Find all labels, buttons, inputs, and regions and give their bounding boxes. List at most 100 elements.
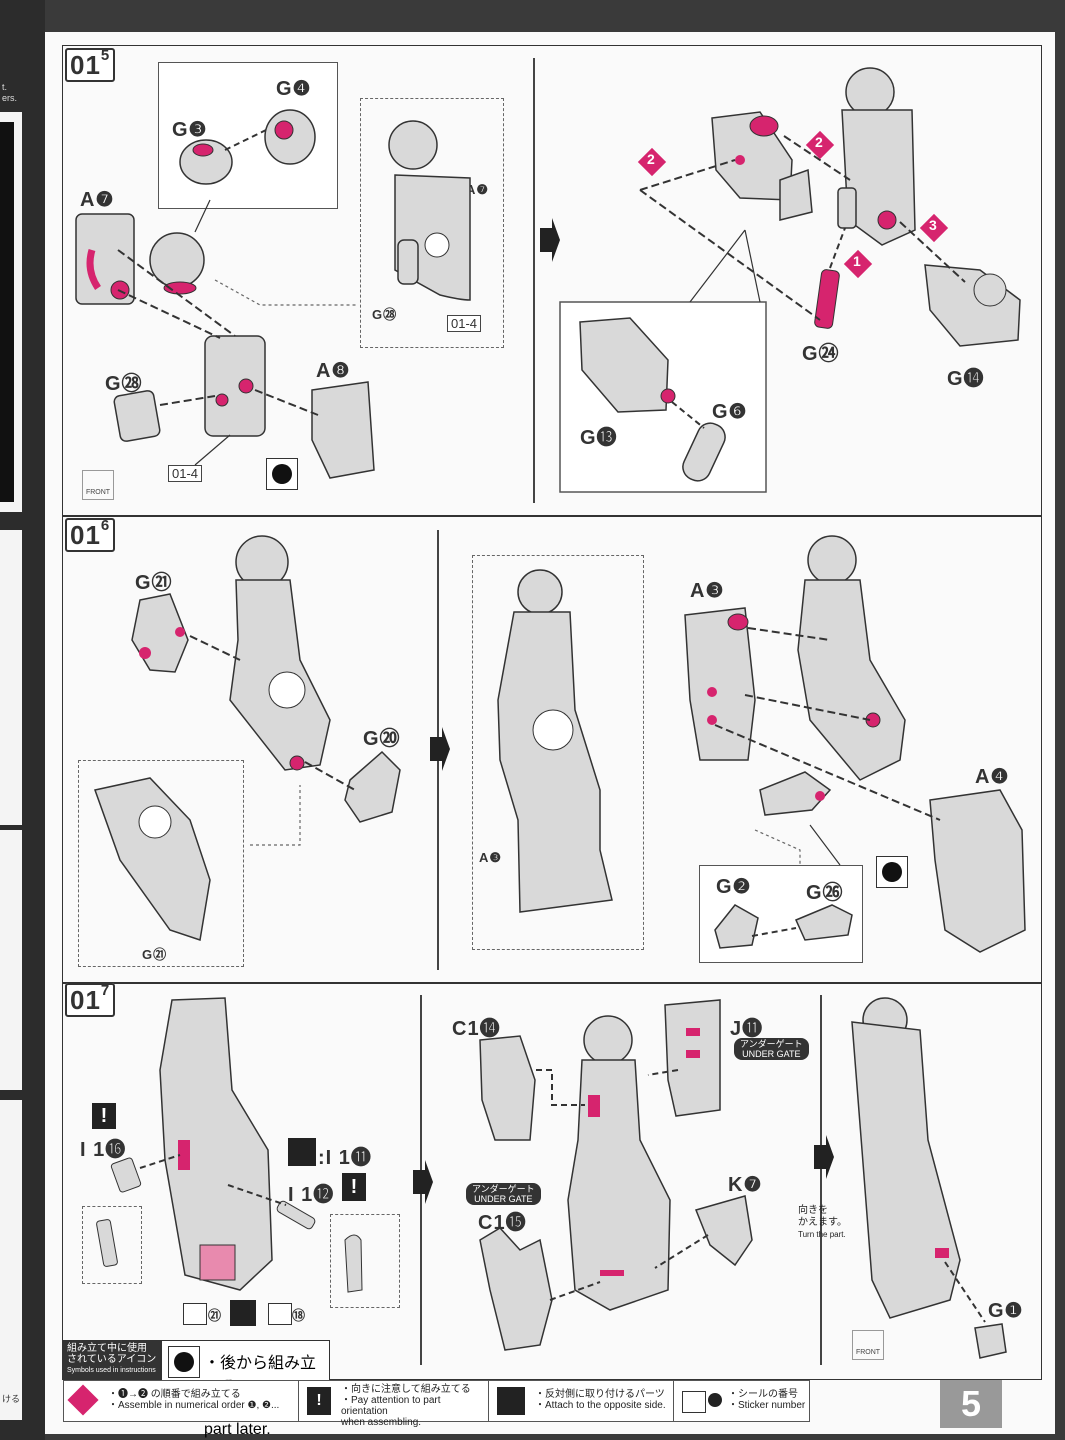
front-label: FRONT bbox=[85, 489, 111, 496]
part-label-i12: I 1⓬ bbox=[288, 1184, 335, 1206]
legend-opposite: ・反対側に取り付けるパーツ・Attach to the opposite sid… bbox=[488, 1380, 675, 1422]
detail-view-box bbox=[78, 760, 244, 967]
turn-note-jp: かえます。 bbox=[798, 1217, 847, 1228]
under-gate-en: UNDER GATE bbox=[742, 1049, 801, 1059]
part-k7-shape bbox=[694, 1195, 753, 1267]
next-arrow bbox=[430, 727, 450, 771]
part-g26-shape bbox=[794, 904, 853, 941]
part-label-g20: G⑳ bbox=[363, 728, 401, 750]
subassembly-ref-01-4: 01-4 bbox=[447, 315, 482, 332]
legend-jp: ・❶→❷ の順番で組み立てる bbox=[108, 1389, 241, 1400]
icon-legend-box: 組み立て中に使用 されているアイコン Symbols used in instr… bbox=[63, 1340, 330, 1438]
legend-jp: ・シールの番号 bbox=[728, 1389, 798, 1400]
legend-text: ・向きに注意して組み立てる・Pay attention to part orie… bbox=[341, 1384, 489, 1428]
orientation-warning-icon: ! bbox=[92, 1103, 116, 1129]
sticker-icon bbox=[268, 1303, 292, 1325]
legend-en: ・Attach to the opposite side. bbox=[535, 1400, 666, 1411]
sticker-icon bbox=[183, 1303, 207, 1325]
step-number-main: 01 bbox=[70, 50, 101, 80]
subassembly-ref-01-4: 01-4 bbox=[168, 465, 203, 482]
order-icon bbox=[67, 1384, 99, 1416]
part-i16-shape bbox=[110, 1157, 142, 1193]
part-g6-shape bbox=[682, 422, 726, 482]
part-a8-shape bbox=[311, 381, 375, 479]
orientation-warning-icon: ! bbox=[342, 1173, 366, 1201]
step-number-main: 01 bbox=[70, 985, 101, 1015]
next-arrow bbox=[814, 1135, 834, 1179]
part-label-g28: G㉘ bbox=[105, 373, 143, 395]
turn-note-jp: 向きを bbox=[798, 1205, 828, 1216]
edge-page-panel bbox=[0, 830, 22, 1090]
icon-legend-title-jp: されているアイコン bbox=[67, 1354, 157, 1365]
part-g1-shape bbox=[974, 1323, 1007, 1359]
detail-view-box bbox=[330, 1214, 400, 1308]
detail-view-box bbox=[360, 98, 504, 348]
part-label-g4: G❹ bbox=[276, 78, 312, 100]
part-a3-shape bbox=[684, 607, 756, 761]
part-g20-shape bbox=[344, 750, 401, 823]
legend-jp: ・反対側に取り付けるパーツ bbox=[535, 1389, 665, 1400]
part-label-a7-detail: A❼ bbox=[466, 182, 490, 197]
column-divider bbox=[533, 58, 535, 503]
legend-en: when assembling. bbox=[341, 1417, 422, 1428]
turn-note-en: Turn the part. bbox=[798, 1230, 846, 1239]
legend-en: ・Assemble in numerical order ❶, ❷... bbox=[108, 1400, 280, 1411]
assemble-later-icon bbox=[876, 856, 908, 888]
detail-view-box bbox=[472, 555, 644, 950]
section-divider bbox=[62, 982, 1042, 984]
icon-legend-title-en: Symbols used in instructions bbox=[67, 1367, 156, 1374]
part-label-g24: G㉔ bbox=[802, 343, 840, 365]
part-label-g6: G❻ bbox=[712, 401, 748, 423]
step-number-01-5: 015 bbox=[65, 47, 116, 82]
part-label-a4: A❹ bbox=[975, 766, 1010, 788]
order-marker-2: 2 bbox=[647, 151, 656, 167]
under-gate-jp: アンダーゲート bbox=[740, 1039, 803, 1049]
sticker-number-icon bbox=[708, 1393, 722, 1407]
column-divider bbox=[820, 995, 822, 1365]
previous-page-edge: t. ers. ける bbox=[0, 0, 45, 1440]
part-c15-shape bbox=[479, 1227, 553, 1351]
part-label-k7: K❼ bbox=[728, 1174, 763, 1196]
assemble-later-icon bbox=[168, 1346, 200, 1378]
sticker-number-18: ⑱ bbox=[292, 1308, 307, 1323]
legend-en: ・Pay attention to part orientation bbox=[341, 1395, 441, 1417]
assemble-later-dot bbox=[174, 1352, 194, 1372]
part-label-g2: G❷ bbox=[716, 876, 752, 898]
part-label-i16: I 1⓰ bbox=[80, 1139, 127, 1161]
opposite-side-icon bbox=[288, 1138, 316, 1166]
legend-orientation: ! ・向きに注意して組み立てる・Pay attention to part or… bbox=[298, 1380, 490, 1428]
part-label-a7: A❼ bbox=[80, 189, 115, 211]
front-label: FRONT bbox=[855, 1349, 881, 1356]
part-label-g28-detail: G㉘ bbox=[372, 307, 398, 322]
step-number-sub: 7 bbox=[100, 982, 111, 1000]
part-g2-shape bbox=[714, 904, 759, 949]
part-i12-shape bbox=[276, 1200, 316, 1230]
part-label-a3-detail: A❸ bbox=[479, 850, 503, 865]
edge-page-panel bbox=[0, 530, 22, 825]
part-g24-shape bbox=[814, 269, 840, 329]
edge-text: t. bbox=[2, 82, 8, 92]
front-indicator-icon: FRONT bbox=[852, 1330, 884, 1360]
part-label-c14: C1⓮ bbox=[452, 1018, 501, 1040]
legend-order: ・❶→❷ の順番で組み立てる・Assemble in numerical ord… bbox=[63, 1380, 300, 1422]
part-a4-shape bbox=[929, 789, 1026, 953]
edge-dark-panel bbox=[0, 122, 14, 502]
part-label-a3: A❸ bbox=[690, 580, 725, 602]
icon-legend-title: 組み立て中に使用 されているアイコン Symbols used in instr… bbox=[64, 1341, 162, 1381]
part-label-g14: G⓮ bbox=[947, 368, 985, 390]
part-label-j11: J⓫ bbox=[730, 1018, 764, 1040]
step-number-01-7: 017 bbox=[65, 982, 116, 1017]
order-marker-2: 2 bbox=[815, 134, 824, 150]
edge-page-panel bbox=[0, 1100, 22, 1420]
sticker-number-21: ㉑ bbox=[208, 1308, 223, 1323]
section-divider bbox=[62, 515, 1042, 517]
part-label-g26: G㉖ bbox=[806, 882, 844, 904]
part-label-g13: G⓭ bbox=[580, 427, 618, 449]
detail-view-box bbox=[82, 1206, 142, 1284]
legend-jp: ・向きに注意して組み立てる bbox=[341, 1384, 471, 1395]
assemble-later-icon bbox=[266, 458, 298, 490]
front-indicator-icon: FRONT bbox=[82, 470, 114, 500]
step-number-sub: 6 bbox=[100, 517, 111, 535]
